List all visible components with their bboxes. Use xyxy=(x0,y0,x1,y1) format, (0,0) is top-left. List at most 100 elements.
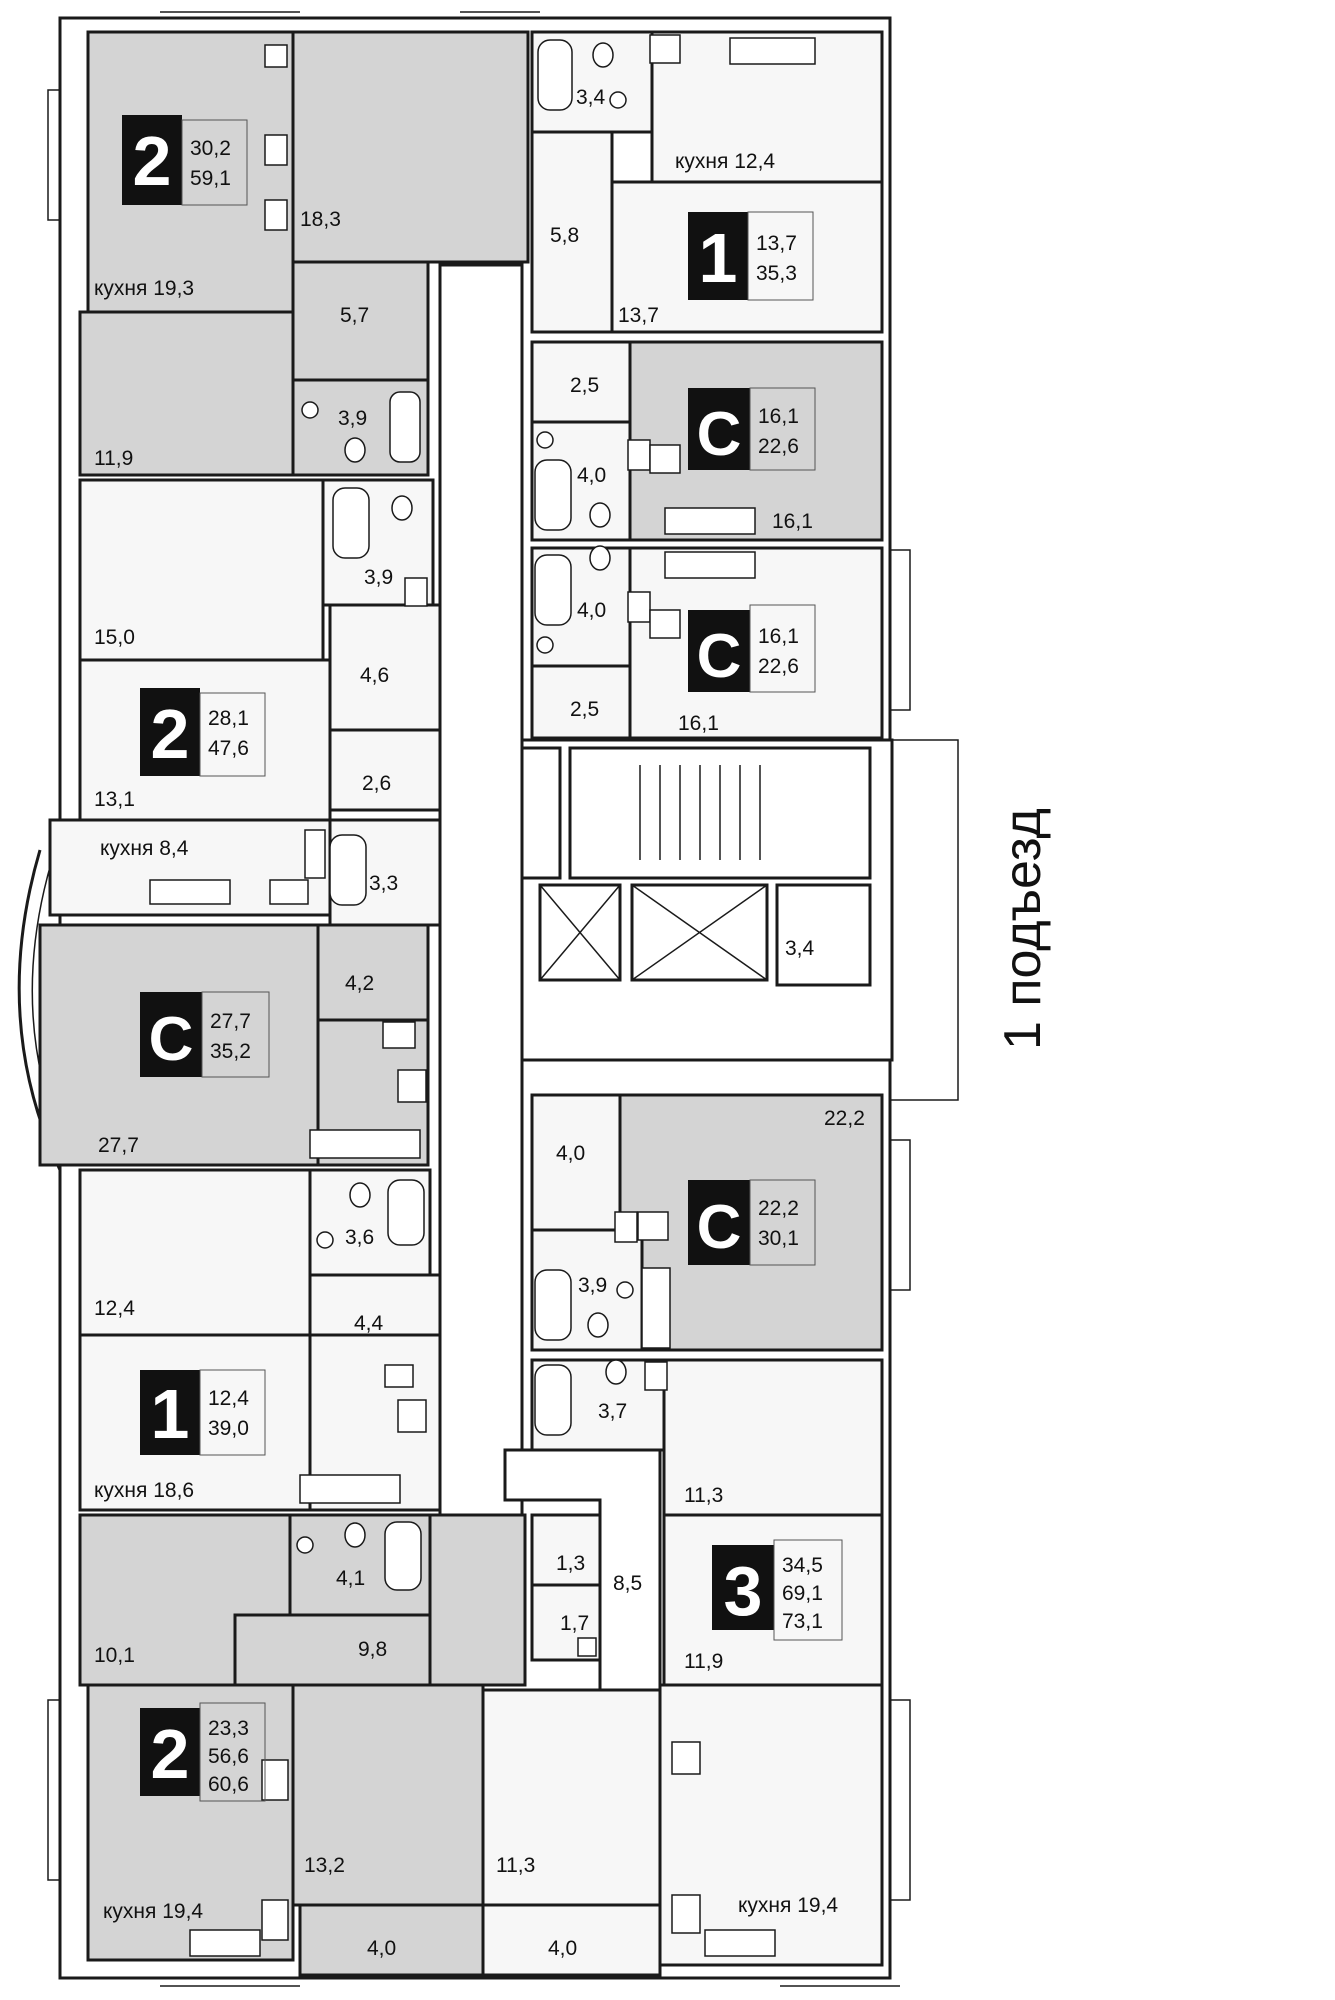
badge-type: 1 xyxy=(151,1375,190,1453)
badge-area-total-with-balcony: 73,1 xyxy=(782,1610,823,1633)
badge-apartment-1: 1 13,7 35,3 xyxy=(688,211,814,301)
room-label: 3,4 xyxy=(785,937,815,960)
badge-area-living: 16,1 xyxy=(758,625,799,648)
room-label: 5,8 xyxy=(550,224,579,247)
badge-apartment-7: 1 12,4 39,0 xyxy=(140,1369,266,1456)
badge-area-living: 28,1 xyxy=(208,707,249,730)
badge-area-total-with-balcony: 60,6 xyxy=(208,1773,249,1796)
badge-type: С xyxy=(697,622,742,691)
room-label: 4,4 xyxy=(354,1312,384,1335)
badge-type: 2 xyxy=(151,1715,190,1793)
apartment-studio-16-1-top[interactable] xyxy=(530,340,884,542)
badge-area-living: 30,2 xyxy=(190,137,231,160)
badge-area-living: 13,7 xyxy=(756,232,797,255)
room-label: 13,7 xyxy=(618,304,659,327)
staircase-core xyxy=(520,746,872,987)
badge-area-total: 22,6 xyxy=(758,435,799,458)
room-label: 2,5 xyxy=(570,698,599,721)
apartment-studio-22-2[interactable] xyxy=(530,1093,884,1352)
room-label: 5,7 xyxy=(340,304,369,327)
room-label: 16,1 xyxy=(772,510,813,533)
badge-apartment-8: 3 34,5 69,1 73,1 xyxy=(712,1539,843,1641)
room-label: 12,4 xyxy=(94,1297,135,1320)
badge-apartment-2: С 16,1 22,6 xyxy=(688,387,816,471)
badge-area-living: 12,4 xyxy=(208,1387,249,1410)
badge-area-living: 23,3 xyxy=(208,1717,249,1740)
room-label: 15,0 xyxy=(94,626,135,649)
room-label: 3,7 xyxy=(598,1400,627,1423)
badge-area-living: 22,2 xyxy=(758,1197,799,1220)
apartment-1-left[interactable] xyxy=(78,1168,442,1512)
badge-apartment-4: 2 28,1 47,6 xyxy=(140,688,266,777)
room-label: 3,9 xyxy=(578,1274,607,1297)
room-label: 13,1 xyxy=(94,788,135,811)
room-labels: 3,4 кухня 12,4 18,3 5,8 кухня 19,3 13,7 … xyxy=(94,86,865,1960)
room-label: 1,3 xyxy=(556,1552,585,1575)
apartment-studio-27-7[interactable] xyxy=(38,923,430,1167)
room-label: 4,0 xyxy=(556,1142,585,1165)
room-label: 9,8 xyxy=(358,1638,387,1661)
badge-apartment-0: 2 30,2 59,1 xyxy=(122,115,248,206)
badge-type: 3 xyxy=(724,1552,763,1630)
room-label: кухня 19,4 xyxy=(103,1900,203,1923)
badge-area-total: 30,1 xyxy=(758,1227,799,1250)
room-label: 4,0 xyxy=(548,1937,577,1960)
room-label: кухня 19,4 xyxy=(738,1894,838,1917)
room-label: 4,1 xyxy=(336,1567,365,1590)
room-label: 4,0 xyxy=(367,1937,396,1960)
room-label: 11,3 xyxy=(496,1854,535,1877)
room-label: 16,1 xyxy=(678,712,719,735)
room-label: 22,2 xyxy=(824,1107,865,1130)
room-label: кухня 8,4 xyxy=(100,837,189,860)
badge-type: С xyxy=(149,1005,194,1074)
room-label: 11,3 xyxy=(684,1484,723,1507)
badge-area-living: 34,5 xyxy=(782,1554,823,1577)
room-label: 8,5 xyxy=(613,1572,642,1595)
room-label: 3,6 xyxy=(345,1226,374,1249)
room-label: 18,3 xyxy=(300,208,341,231)
room-label: 27,7 xyxy=(98,1134,139,1157)
room-label: 2,6 xyxy=(362,772,391,795)
room-label: кухня 12,4 xyxy=(675,150,775,173)
room-label: 13,2 xyxy=(304,1854,345,1877)
badge-area-living: 27,7 xyxy=(210,1010,251,1033)
badge-type: 2 xyxy=(151,695,190,773)
room-label: 4,2 xyxy=(345,972,374,995)
room-label: 3,3 xyxy=(369,872,398,895)
room-label: кухня 19,3 xyxy=(94,277,194,300)
room-label: 3,9 xyxy=(364,566,393,589)
badge-type: С xyxy=(697,400,742,469)
badge-area-total: 39,0 xyxy=(208,1417,249,1440)
badge-area-total: 35,2 xyxy=(210,1040,251,1063)
apartment-1-top-right[interactable] xyxy=(530,30,884,334)
badge-area-total: 47,6 xyxy=(208,737,249,760)
badge-area-living: 16,1 xyxy=(758,405,799,428)
badge-area-total: 59,1 xyxy=(190,167,231,190)
room-label: 2,5 xyxy=(570,374,599,397)
badge-type: 2 xyxy=(133,122,172,200)
badge-apartment-3: С 16,1 22,6 xyxy=(688,604,816,693)
badge-apartment-9: 2 23,3 56,6 60,6 xyxy=(140,1702,266,1802)
entrance-label: 1 подъезд xyxy=(994,808,1052,1050)
badge-area-total: 56,6 xyxy=(208,1745,249,1768)
apartment-2-middle-left[interactable] xyxy=(48,478,442,927)
badge-type: 1 xyxy=(699,219,738,297)
room-label: 11,9 xyxy=(684,1650,723,1673)
apartment-studio-16-1-bottom[interactable] xyxy=(530,545,884,740)
room-label: 11,9 xyxy=(94,447,133,470)
badge-area-total: 69,1 xyxy=(782,1582,823,1605)
badge-apartment-5: С 27,7 35,2 xyxy=(140,991,270,1078)
badge-type: С xyxy=(697,1193,742,1262)
badge-area-total: 35,3 xyxy=(756,262,797,285)
badge-area-total: 22,6 xyxy=(758,655,799,678)
room-label: кухня 18,6 xyxy=(94,1479,194,1502)
room-label: 1,7 xyxy=(560,1612,589,1635)
badge-apartment-6: С 22,2 30,1 xyxy=(688,1179,816,1266)
room-label: 3,9 xyxy=(338,407,367,430)
room-label: 4,0 xyxy=(577,464,606,487)
room-label: 10,1 xyxy=(94,1644,135,1667)
room-label: 4,6 xyxy=(360,664,389,687)
room-label: 3,4 xyxy=(576,86,606,109)
room-label: 4,0 xyxy=(577,599,606,622)
